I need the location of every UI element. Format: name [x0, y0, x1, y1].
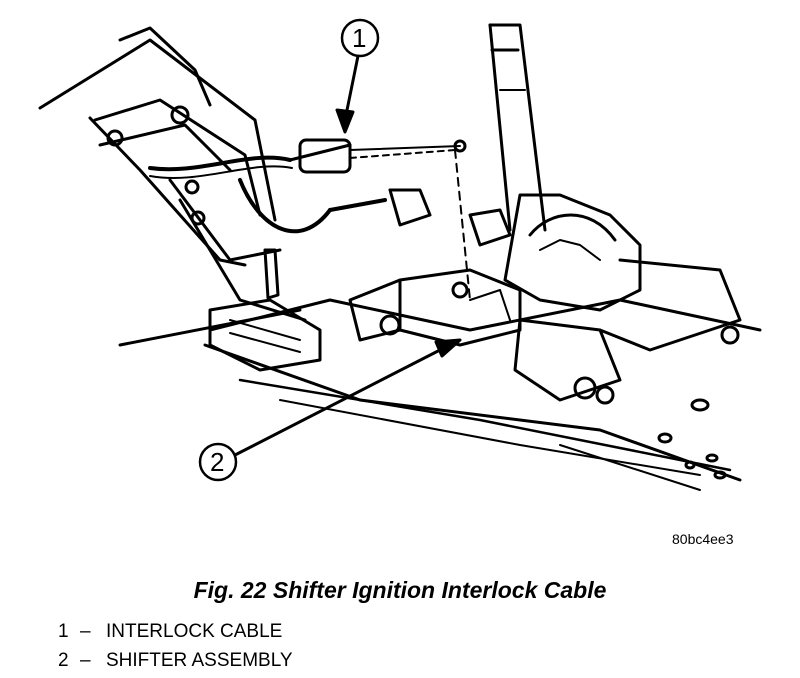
figure-caption: Fig. 22 Shifter Ignition Interlock Cable [193, 577, 607, 603]
callout-2-number: 2 [210, 447, 224, 477]
interlock-cable [148, 138, 471, 301]
legend-item: 2–SHIFTER ASSEMBLY [58, 646, 293, 675]
shift-lever-rod [488, 23, 547, 232]
left-mount-block [208, 248, 322, 372]
callout-1-number: 1 [352, 23, 366, 53]
figure-reference-code: 80bc4ee3 [672, 531, 734, 547]
legend-item-dash: – [80, 650, 91, 671]
callout-2 [198, 338, 462, 482]
legend-item-number: 2 [58, 650, 69, 671]
shifter-interlock-illustration: 1 2 [38, 18, 762, 491]
legend-item-label: INTERLOCK CABLE [106, 621, 283, 642]
callout-1 [335, 18, 380, 134]
legend-item: 1–INTERLOCK CABLE [58, 617, 293, 646]
legend-item-dash: – [80, 621, 91, 642]
legend: 1–INTERLOCK CABLE 2–SHIFTER ASSEMBLY [58, 617, 293, 675]
shifter-housing [348, 188, 742, 405]
legend-item-label: SHIFTER ASSEMBLY [106, 650, 293, 671]
console-bracket [38, 26, 307, 322]
floor-pan [118, 298, 762, 491]
legend-item-number: 1 [58, 621, 69, 642]
